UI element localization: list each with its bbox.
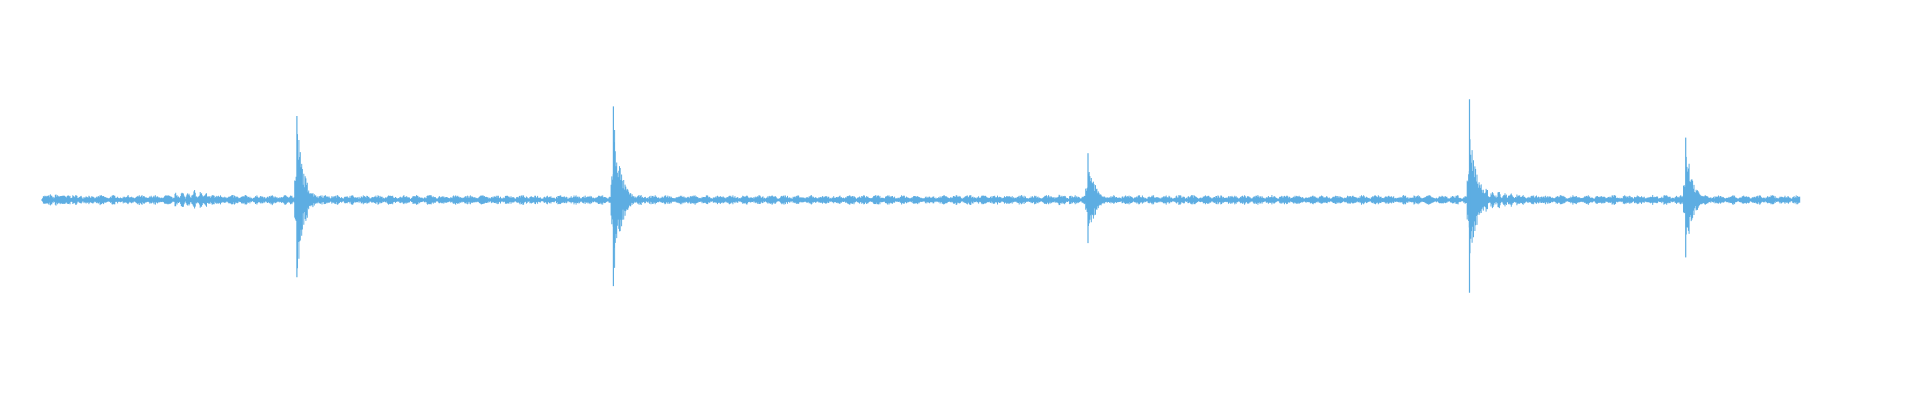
waveform-trace bbox=[41, 130, 1801, 269]
waveform-samples bbox=[41, 99, 1801, 293]
